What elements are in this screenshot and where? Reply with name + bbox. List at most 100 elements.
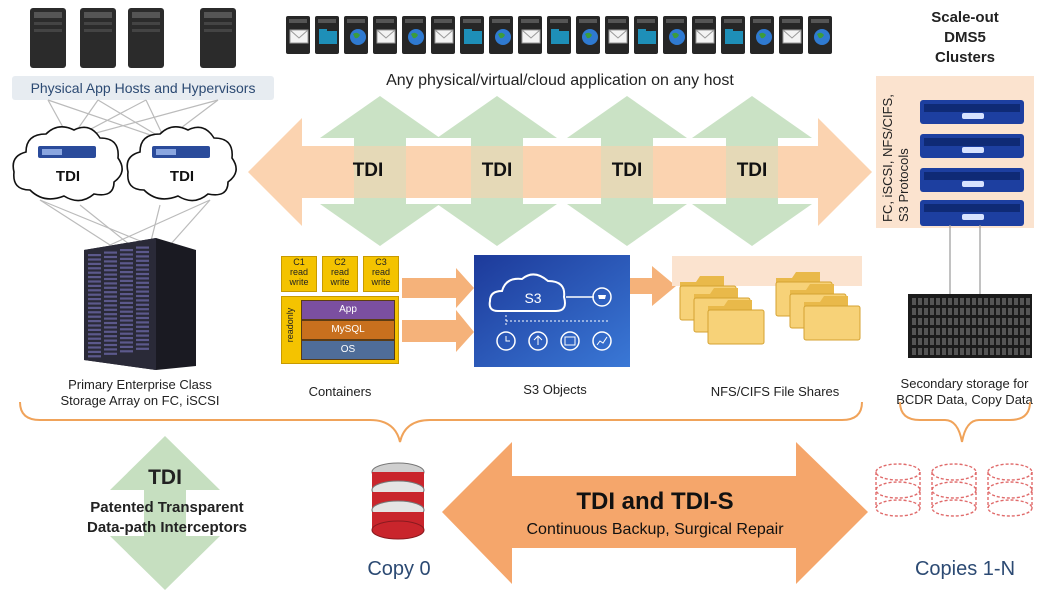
cloud-tdi-2: TDI [169,168,195,185]
right-brace [899,401,1031,443]
mail-icon [431,16,455,54]
layer-app: App [301,300,395,320]
apps-caption: Any physical/virtual/cloud application o… [386,72,734,89]
database-icon [987,463,1033,517]
legend-line-2: Data-path Interceptors [86,519,248,536]
mail-icon [286,16,310,54]
protocols-line-2: S3 Protocols [896,148,911,222]
container-c1-id: C1 [293,257,305,267]
caption-primary-1: Primary Enterprise Class [68,377,212,392]
caption-containers: Containers [308,384,372,399]
arrow-tdi-2: TDI [481,160,513,181]
container-c2-line1: read [330,267,349,277]
protocols-line-1: FC, iSCSI, NFS/CIFS, [880,94,895,222]
globe-icon [750,16,774,54]
legend-line-1: Patented Transparent [90,499,244,516]
folder-icon [707,300,765,345]
mail-icon [518,16,542,54]
container-c2-id: C2 [334,257,346,267]
banner-subtitle: Continuous Backup, Surgical Repair [526,521,784,538]
caption-secondary-1: Secondary storage for [900,376,1029,391]
data-path-arrows [248,96,872,246]
chart-icon [592,331,612,351]
mail-icon [779,16,803,54]
server-icon [200,8,236,68]
storage-icon [560,331,580,351]
globe-icon [489,16,513,54]
container-c3-line1: read [371,267,390,277]
container-c1-line1: read [289,267,308,277]
container-c3: C3 read write [363,256,399,292]
arrow-tdi-1: TDI [352,160,384,181]
application-icons [286,16,832,54]
cloud-icon [12,126,123,202]
cluster-links [949,225,981,295]
globe-icon [808,16,832,54]
copies-icon [875,463,1033,517]
rack-server-icon [920,168,1024,192]
globe-icon [663,16,687,54]
container-c1-line2: write [289,277,309,287]
container-c2: C2 read write [322,256,358,292]
container-c3-id: C3 [375,257,387,267]
database-icon [371,462,425,540]
arrow-tdi-4: TDI [736,160,768,181]
clock-icon [496,331,516,351]
containers-block: C1 read write C2 read write C3 read writ… [279,256,403,364]
server-icon [128,8,164,68]
folder-icon [721,16,745,54]
container-c3-line2: write [371,277,391,287]
rack-servers [920,100,1024,226]
readonly-label: readonly [285,307,295,343]
cart-icon [592,287,612,307]
scaleout-title-3: Clusters [934,49,996,66]
banner-arrow [442,442,868,584]
rack-server-icon [920,134,1024,158]
folder-icon [803,296,861,341]
legend-title: TDI [148,466,182,489]
flow-arrows [402,266,676,352]
banner-title: TDI and TDI-S [576,488,734,515]
globe-icon [402,16,426,54]
layer-os: OS [301,340,395,360]
s3-panel [474,255,630,367]
database-icon [931,463,977,517]
container-c2-line2: write [330,277,350,287]
folder-icon [634,16,658,54]
rack-server-icon [920,200,1024,226]
cloud-icon [488,273,566,312]
scaleout-title-1: Scale-out [931,9,999,26]
layer-mysql: MySQL [301,320,395,340]
folder-icon [460,16,484,54]
folder-stack-icon [679,272,861,345]
copy0-label: Copy 0 [367,558,431,580]
container-c1: C1 read write [281,256,317,292]
caption-primary-2: Storage Array on FC, iSCSI [60,393,220,408]
server-icon [30,8,66,68]
upload-icon [528,331,548,351]
scaleout-title-2: DMS5 [944,29,986,46]
copies-label: Copies 1-N [914,558,1016,580]
caption-s3: S3 Objects [523,382,587,397]
disk-array-icon [908,294,1032,358]
mail-icon [692,16,716,54]
storage-array-icon [84,238,196,370]
horizontal-double-arrow [248,118,872,226]
hosts-label: Physical App Hosts and Hypervisors [12,76,274,100]
legend-arrow [110,436,220,590]
cloud-tdi-1: TDI [55,168,81,185]
folder-icon [315,16,339,54]
folder-icon [547,16,571,54]
rack-server-icon [920,100,1024,124]
braces [19,401,1031,443]
cloud-icon [126,126,237,202]
globe-icon [576,16,600,54]
globe-icon [344,16,368,54]
s3-label: S3 [524,290,542,306]
left-brace [19,401,863,443]
host-towers [30,8,236,68]
server-icon [80,8,116,68]
protocols-label: FC, iSCSI, NFS/CIFS, S3 Protocols [880,82,914,222]
mail-icon [605,16,629,54]
database-icon [875,463,921,517]
